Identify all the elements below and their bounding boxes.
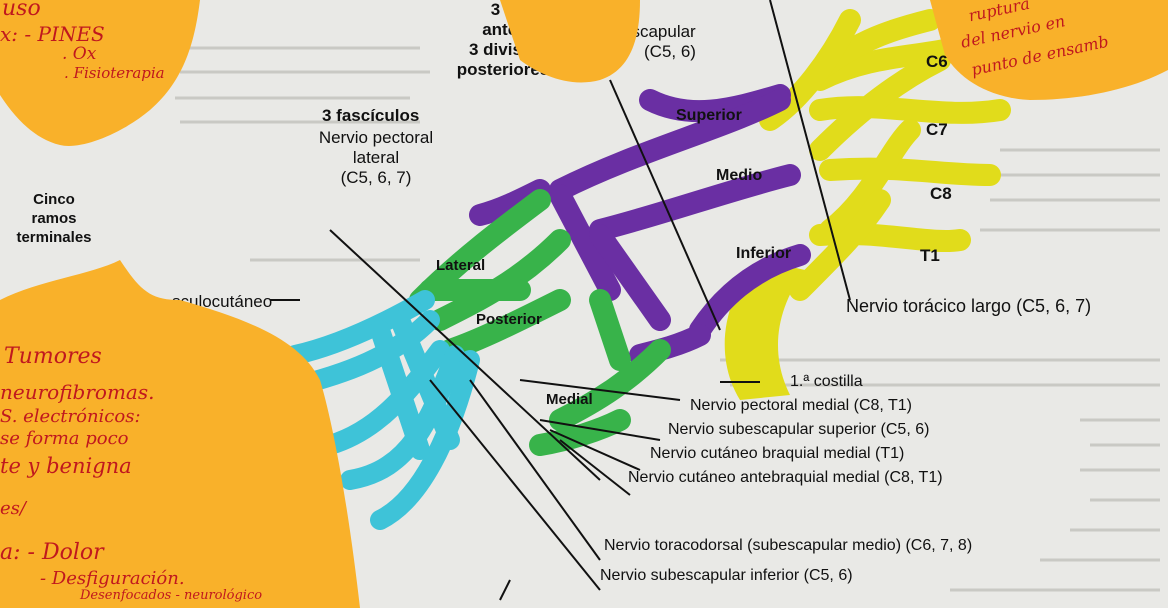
label-trunk-medio: Medio	[716, 166, 762, 186]
label-five-terminal: Cinco ramos terminales	[4, 190, 104, 247]
handwritten-line: uso	[2, 0, 41, 21]
terminal-branches	[295, 300, 470, 520]
nerve-list-item: Nervio cutáneo antebraquial medial (C8, …	[628, 468, 943, 488]
label-trunk-inferior: Inferior	[736, 244, 791, 264]
handwritten-line: S. electrónicos:	[0, 406, 141, 427]
label-lateral-pectoral: Nervio pectoral lateral (C5, 6, 7)	[296, 128, 456, 188]
handwritten-line: Desenfocados - neurológico	[80, 588, 262, 603]
nerve-list-item: Nervio subescapular inferior (C5, 6)	[600, 566, 853, 586]
label-root-c6: C6	[926, 52, 948, 72]
label-cord-lateral: Lateral	[436, 256, 485, 276]
label-root-c7: C7	[926, 120, 948, 140]
nerve-list-item: Nervio subescapular superior (C5, 6)	[668, 420, 929, 440]
label-long-thoracic: Nervio torácico largo (C5, 6, 7)	[846, 296, 1091, 316]
handwritten-line: . Ox	[62, 44, 96, 64]
handwritten-line: se forma poco	[0, 428, 129, 449]
handwritten-line: Tumores	[4, 344, 102, 369]
label-root-t1: T1	[920, 246, 940, 266]
handwritten-line: te y benigna	[0, 454, 132, 478]
label-musculocutaneous-b: sculocutáneo	[172, 292, 272, 312]
label-first-rib: 1.ª costilla	[790, 372, 863, 392]
handwritten-line: a: - Dolor	[0, 540, 104, 565]
label-cord-posterior: Posterior	[476, 310, 542, 330]
handwritten-line: es/	[0, 498, 26, 519]
handwritten-line: x: - PINES	[0, 22, 105, 46]
label-musculocutaneous-a: N	[44, 292, 56, 312]
nerve-list-item: Nervio cutáneo braquial medial (T1)	[650, 444, 904, 464]
label-divisions: 3 d anter 3 divisio posteriores	[448, 0, 558, 80]
label-subscapular: escapular (C5, 6)	[622, 22, 696, 62]
label-three-fascicles: 3 fascículos	[322, 106, 419, 126]
label-trunk-superior: Superior	[676, 106, 742, 126]
nerve-list-item: Nervio toracodorsal (subescapular medio)…	[604, 536, 972, 556]
handwritten-line: . Fisioterapia	[64, 64, 165, 82]
handwritten-line: neurofibromas.	[0, 380, 154, 404]
label-root-c8: C8	[930, 184, 952, 204]
nerve-list-item: Nervio pectoral medial (C8, T1)	[690, 396, 912, 416]
handwritten-line: - Desfiguración.	[40, 568, 185, 589]
label-cord-medial: Medial	[546, 390, 593, 410]
